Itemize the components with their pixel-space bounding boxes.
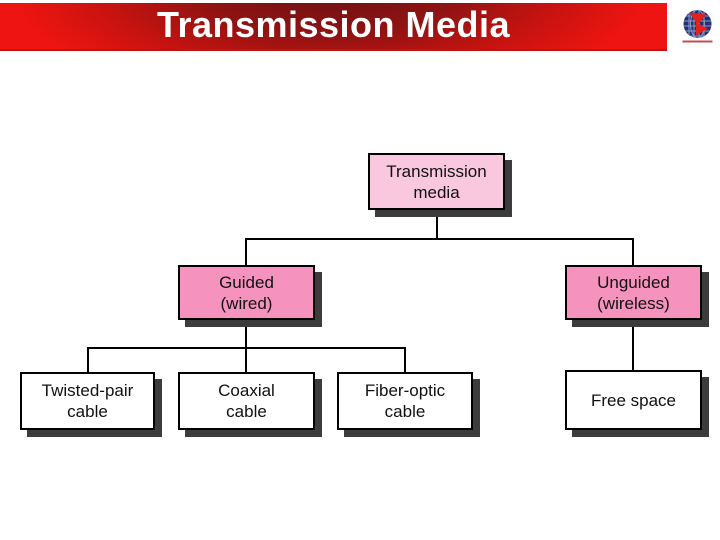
logo-triangle-right bbox=[696, 22, 708, 36]
globe-logo-icon bbox=[682, 10, 713, 43]
connector-to-coaxial bbox=[245, 347, 247, 372]
connector-to-unguided bbox=[632, 238, 634, 265]
node-unguided-wireless: Unguided (wireless) bbox=[565, 265, 702, 320]
connector-guided-stem bbox=[245, 320, 247, 347]
node-label-line: Guided bbox=[219, 272, 274, 292]
logo-underline bbox=[682, 40, 713, 43]
connector-to-twisted-pair bbox=[87, 347, 89, 372]
node-label-line: Fiber-optic bbox=[364, 381, 446, 400]
node-guided-wired: Guided (wired) bbox=[178, 265, 315, 320]
connector-level1-horizontal bbox=[245, 238, 634, 240]
connector-to-fiber-optic bbox=[404, 347, 406, 372]
connector-root-stem bbox=[436, 210, 438, 239]
connector-to-free-space bbox=[632, 320, 634, 370]
node-label-line: (wireless) bbox=[597, 293, 670, 313]
node-label-line: cable bbox=[226, 402, 267, 421]
node-fiber-optic-cable: Fiber-optic cable bbox=[337, 372, 473, 430]
node-coaxial-cable: Coaxial cable bbox=[178, 372, 315, 430]
node-transmission-media: Transmission media bbox=[368, 153, 505, 210]
node-label-line: cable bbox=[67, 402, 108, 421]
node-label-line: Free space bbox=[590, 390, 677, 410]
node-label-line: cable bbox=[384, 402, 426, 421]
node-free-space: Free space bbox=[565, 370, 702, 430]
globe-logo bbox=[682, 9, 713, 44]
node-label-line: Coaxial bbox=[218, 381, 275, 400]
node-label-line: Transmission bbox=[386, 161, 487, 181]
node-twisted-pair-cable: Twisted-pair cable bbox=[20, 372, 155, 430]
node-label-line: media bbox=[413, 182, 460, 202]
connector-to-guided bbox=[245, 238, 247, 265]
header-bar: Transmission Media bbox=[0, 3, 667, 51]
node-label-line: (wired) bbox=[220, 293, 273, 313]
logo-triangle-top bbox=[689, 12, 707, 25]
node-label-line: Twisted-pair bbox=[41, 381, 134, 400]
slide-title: Transmission Media bbox=[156, 4, 511, 45]
node-label-line: Unguided bbox=[597, 272, 670, 292]
